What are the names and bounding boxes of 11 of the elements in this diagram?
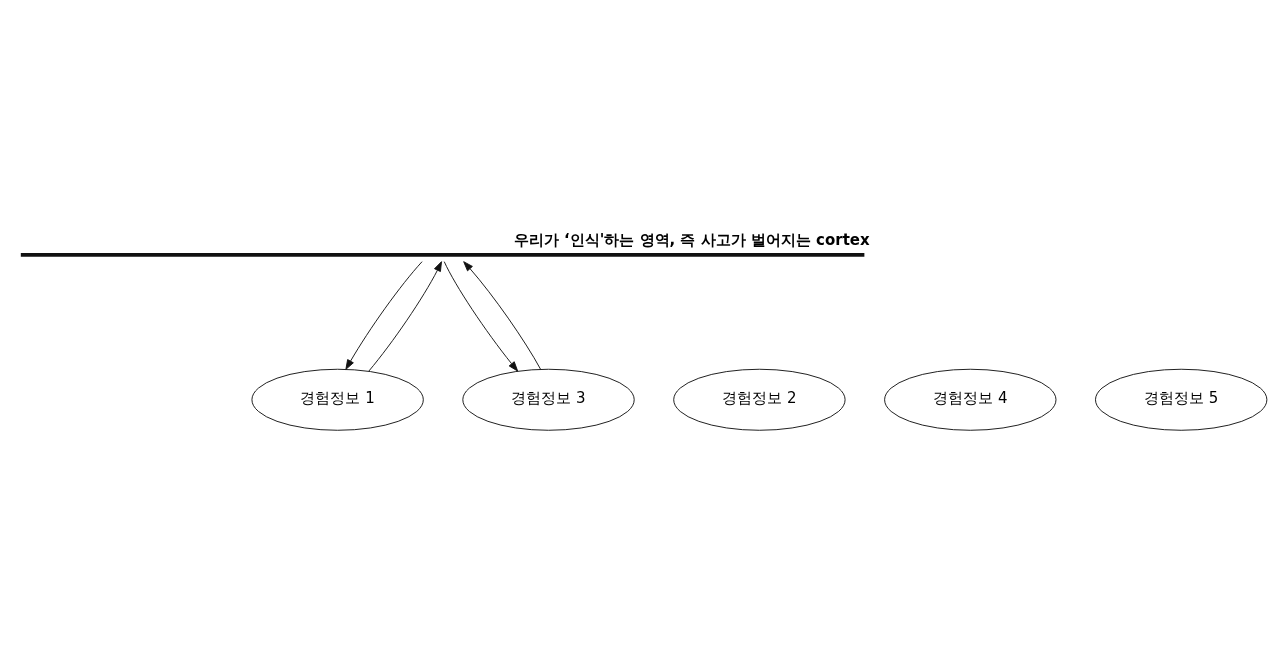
node-ellipse: 경험정보 2 (673, 368, 846, 431)
node-ellipse: 경험정보 1 (251, 368, 424, 431)
arrow (368, 260, 442, 372)
node-ellipse: 경험정보 4 (884, 368, 1057, 431)
node-ellipse: 경험정보 5 (1095, 368, 1268, 431)
arrow (443, 260, 519, 372)
node-ellipse: 경험정보 3 (462, 368, 635, 431)
node-label: 우리가 ‘인식'하는 영역, 즉 사고가 벌어지는 cortex (513, 230, 870, 249)
arrow (345, 260, 423, 370)
arrow (463, 260, 542, 370)
node-box (20, 252, 865, 257)
